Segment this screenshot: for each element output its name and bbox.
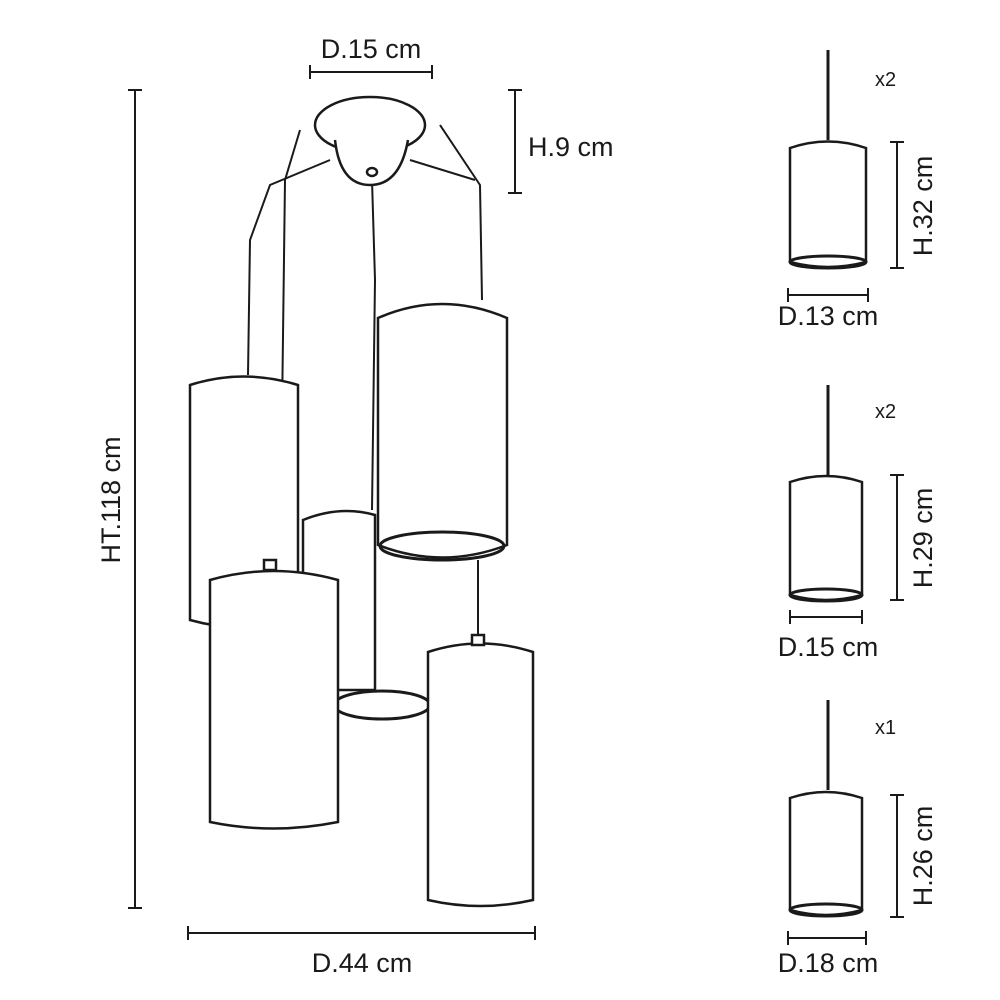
total-diameter-label: D.44 cm <box>312 948 413 978</box>
main-pendant-lamp <box>188 95 535 908</box>
shade-2-count: x2 <box>875 401 896 423</box>
canopy-height-label: H.9 cm <box>528 132 614 162</box>
shade-1-height: H.32 cm <box>908 156 938 257</box>
total-height-label: HT.118 cm <box>96 436 126 563</box>
canopy-diameter-label: D.15 cm <box>321 34 422 64</box>
shade-right-lower <box>426 642 535 908</box>
shade-1-count: x2 <box>875 69 896 91</box>
shade-detail-1 <box>787 50 904 302</box>
canopy-screw <box>365 166 379 178</box>
socket <box>470 633 486 647</box>
shade-rim <box>378 530 506 562</box>
shade-3-diameter: D.18 cm <box>778 948 879 978</box>
shade-2-diameter: D.15 cm <box>778 632 879 662</box>
dimension-lines <box>128 65 536 940</box>
cord <box>247 159 331 376</box>
shade-right-upper <box>376 302 509 559</box>
shade-front-left <box>208 569 340 830</box>
cord <box>371 179 377 511</box>
shade-2-height: H.29 cm <box>908 488 938 589</box>
canopy-body <box>333 139 410 187</box>
cord <box>409 159 476 181</box>
shade-3-height: H.26 cm <box>908 806 938 907</box>
cord <box>439 124 483 301</box>
shade-1-diameter: D.13 cm <box>778 301 879 331</box>
shade-3-count: x1 <box>875 717 896 739</box>
shade-detail-2 <box>788 385 904 624</box>
ring <box>332 689 432 721</box>
socket <box>262 558 278 572</box>
shade-detail-3 <box>787 700 904 945</box>
